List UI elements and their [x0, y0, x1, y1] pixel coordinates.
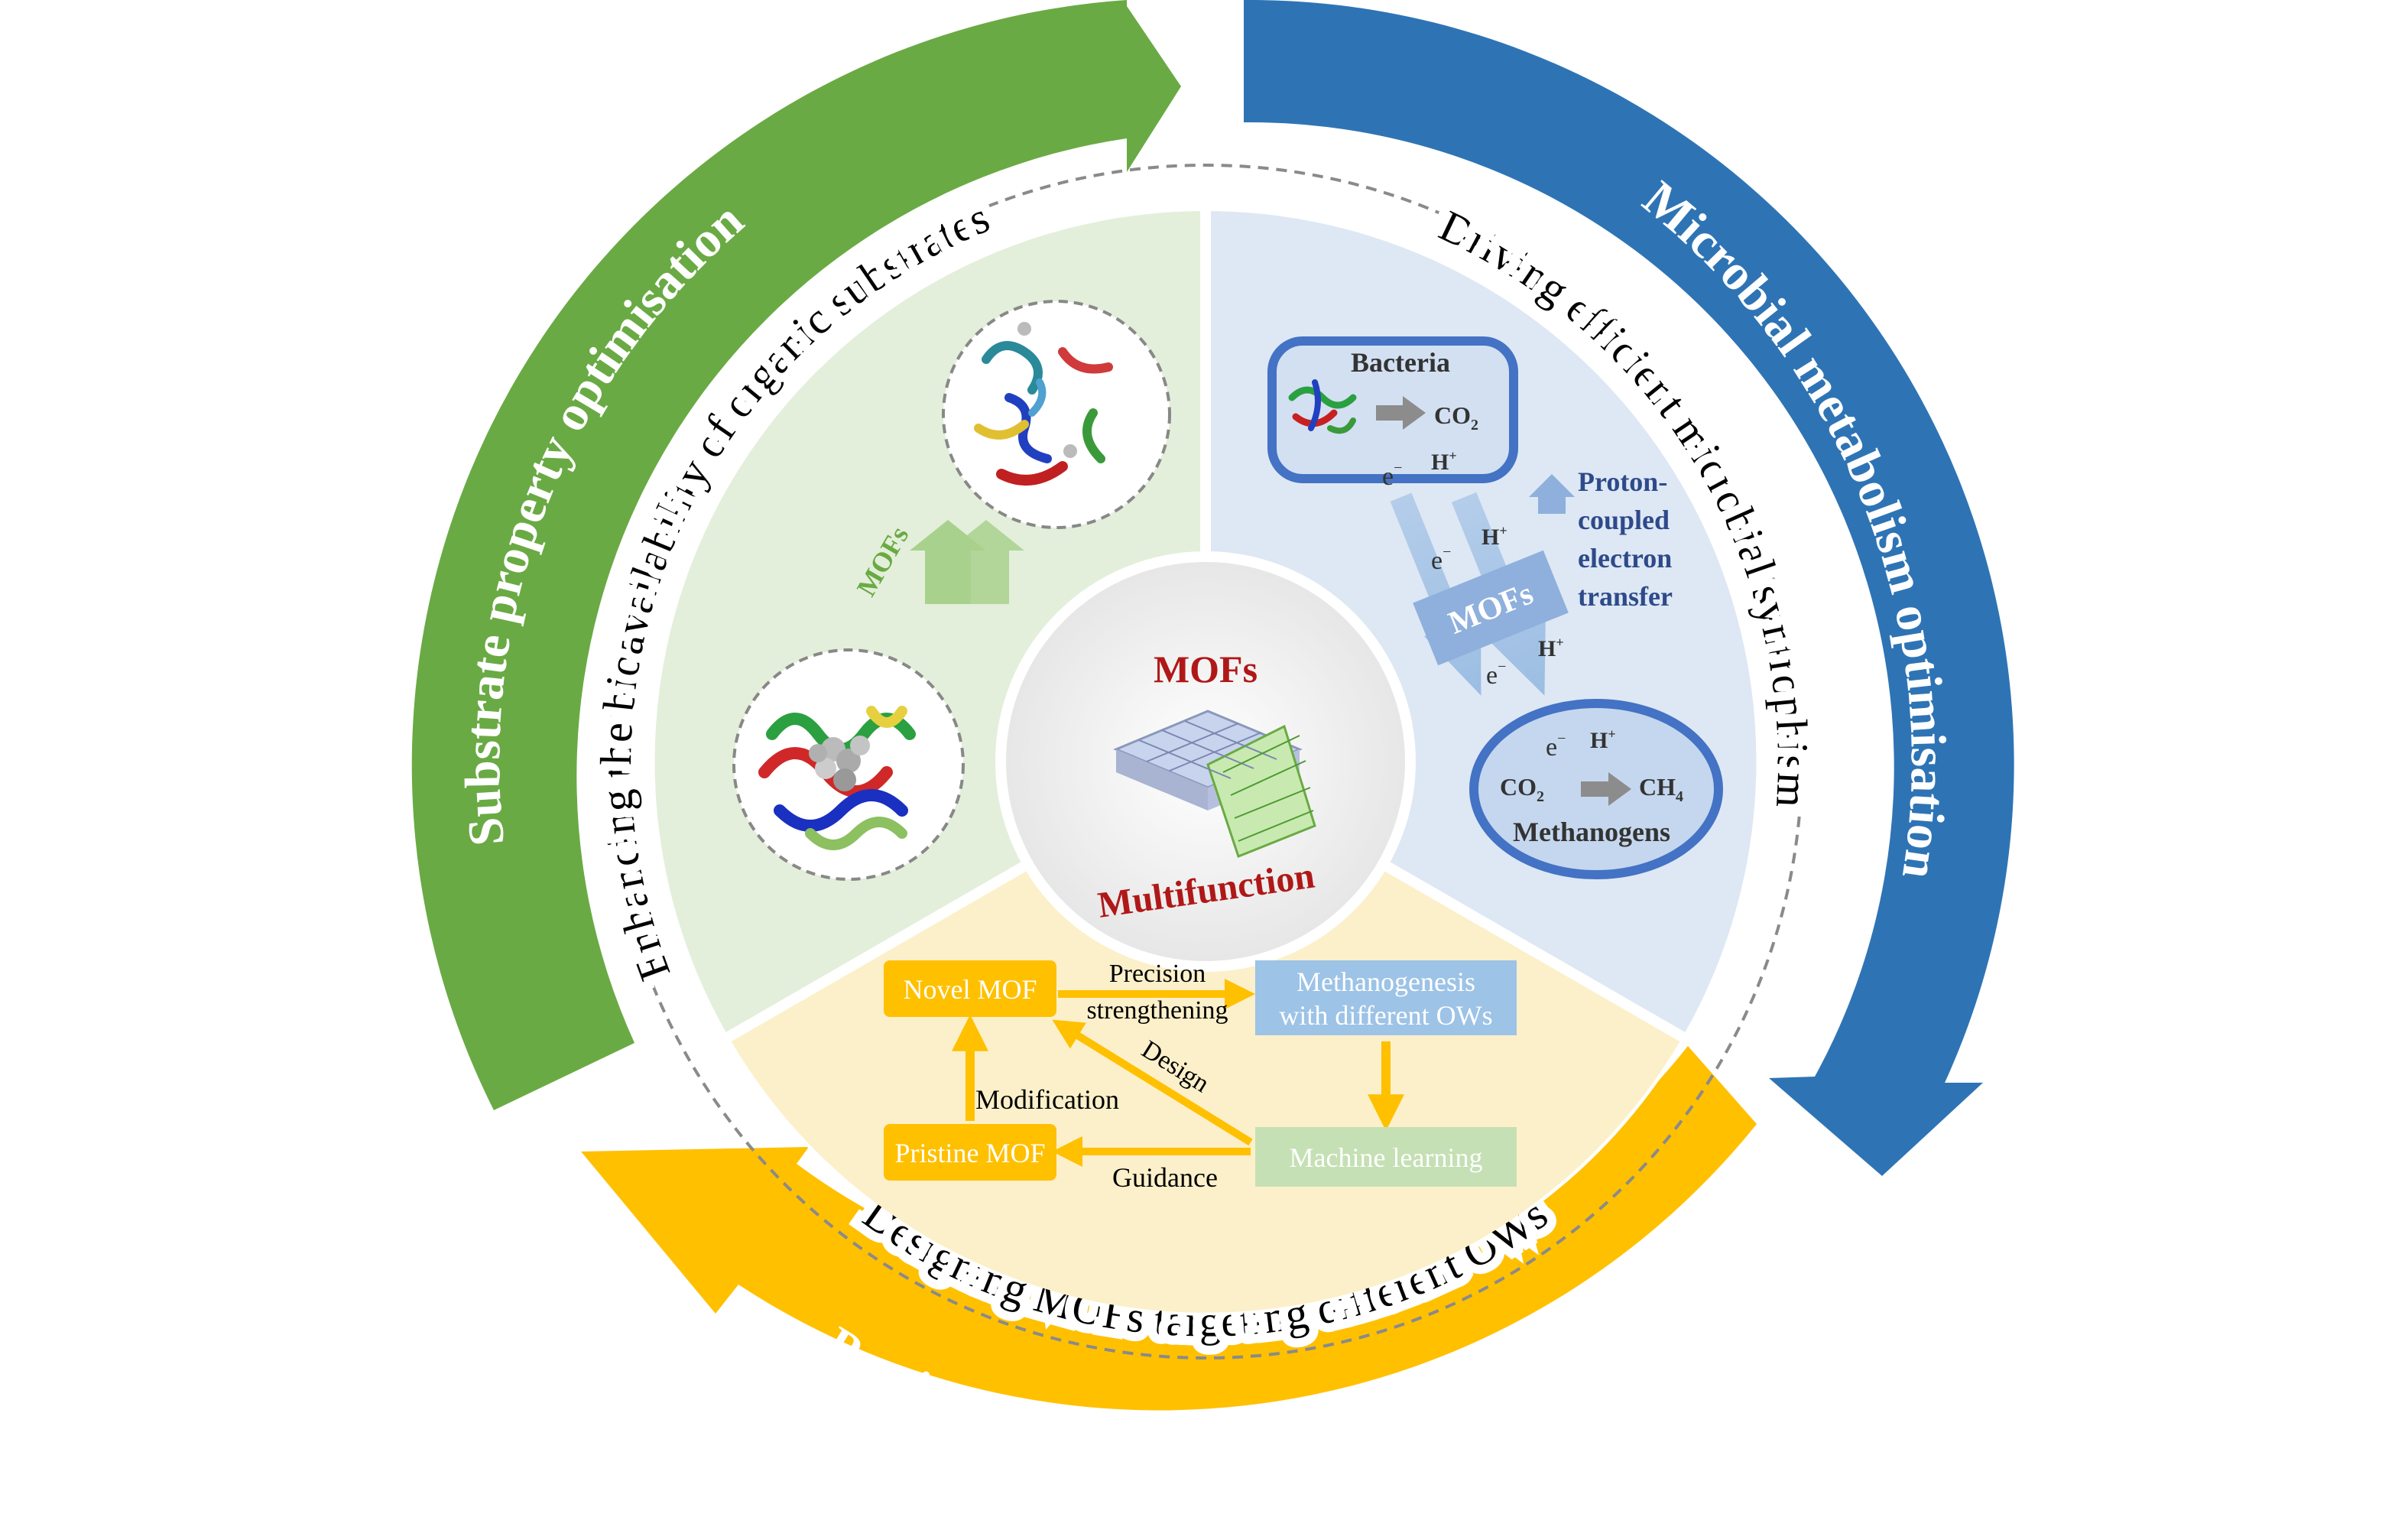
- svg-text:Proton-: Proton-: [1578, 466, 1667, 497]
- yellow-arc-arrow: [581, 1046, 1757, 1411]
- methanogen-proton: H+: [1590, 726, 1616, 753]
- novel-mof-box: [884, 960, 1056, 1017]
- blue-mofs-box: [1413, 550, 1569, 666]
- pcet-up-arrow-icon: [1529, 474, 1575, 514]
- double-up-arrow-icon: [910, 520, 1024, 604]
- methanogen-arrow-icon: [1581, 772, 1631, 806]
- transfer-electron-2: e−: [1486, 658, 1506, 690]
- machine-learning-box: [1255, 1127, 1517, 1187]
- green-arc-arrow: [411, 0, 1181, 1110]
- modification-label: Modification: [975, 1084, 1119, 1115]
- dashed-ring: [608, 164, 1803, 1359]
- transfer-electron-1: e−: [1431, 544, 1451, 575]
- bacteria-co2: CO2: [1434, 401, 1478, 434]
- bacteria-arrow-icon: [1376, 396, 1426, 430]
- methanogen-co2: CO2: [1500, 773, 1544, 805]
- bacteria-proton: H+: [1431, 448, 1457, 475]
- methanogen-electron: e−: [1546, 730, 1566, 762]
- protein-folded-illustration: [732, 648, 965, 881]
- transfer-proton-2: H+: [1538, 635, 1564, 661]
- center-title: MOFs: [1154, 648, 1258, 690]
- transfer-proton-1: H+: [1481, 523, 1507, 550]
- svg-text:transfer: transfer: [1578, 581, 1673, 612]
- svg-text:electron: electron: [1578, 543, 1672, 573]
- pristine-mof-label: Pristine MOF: [894, 1138, 1045, 1168]
- bacteria-label: Bacteria: [1351, 347, 1450, 378]
- mof-lattice-illustration: [1113, 710, 1316, 858]
- pcet-label: Proton- coupled electron transfer: [1578, 466, 1673, 612]
- methanogenesis-label-1: Methanogenesis: [1296, 966, 1475, 997]
- methanogenesis-box: [1255, 960, 1517, 1035]
- methanogens-label: Methanogens: [1513, 817, 1670, 847]
- protein-unfolded-illustration: [942, 300, 1171, 529]
- methanogen-ch4: CH4: [1639, 773, 1683, 805]
- bacteria-electron: e−: [1382, 460, 1402, 491]
- pristine-mof-box: [884, 1124, 1056, 1181]
- methanogenesis-label-2: with different OWs: [1279, 1000, 1492, 1031]
- design-arrow: [1052, 1019, 1253, 1146]
- novel-mof-label: Novel MOF: [903, 974, 1037, 1005]
- precision-label-2: strengthening: [1086, 996, 1228, 1025]
- machine-learning-label: Machine learning: [1290, 1142, 1483, 1173]
- precision-label-1: Precision: [1109, 960, 1206, 988]
- svg-text:coupled: coupled: [1578, 505, 1670, 535]
- guidance-label: Guidance: [1112, 1162, 1218, 1193]
- bacteria-substrate-illustration: [1288, 379, 1357, 434]
- blue-arc-arrow: [1244, 0, 2014, 1176]
